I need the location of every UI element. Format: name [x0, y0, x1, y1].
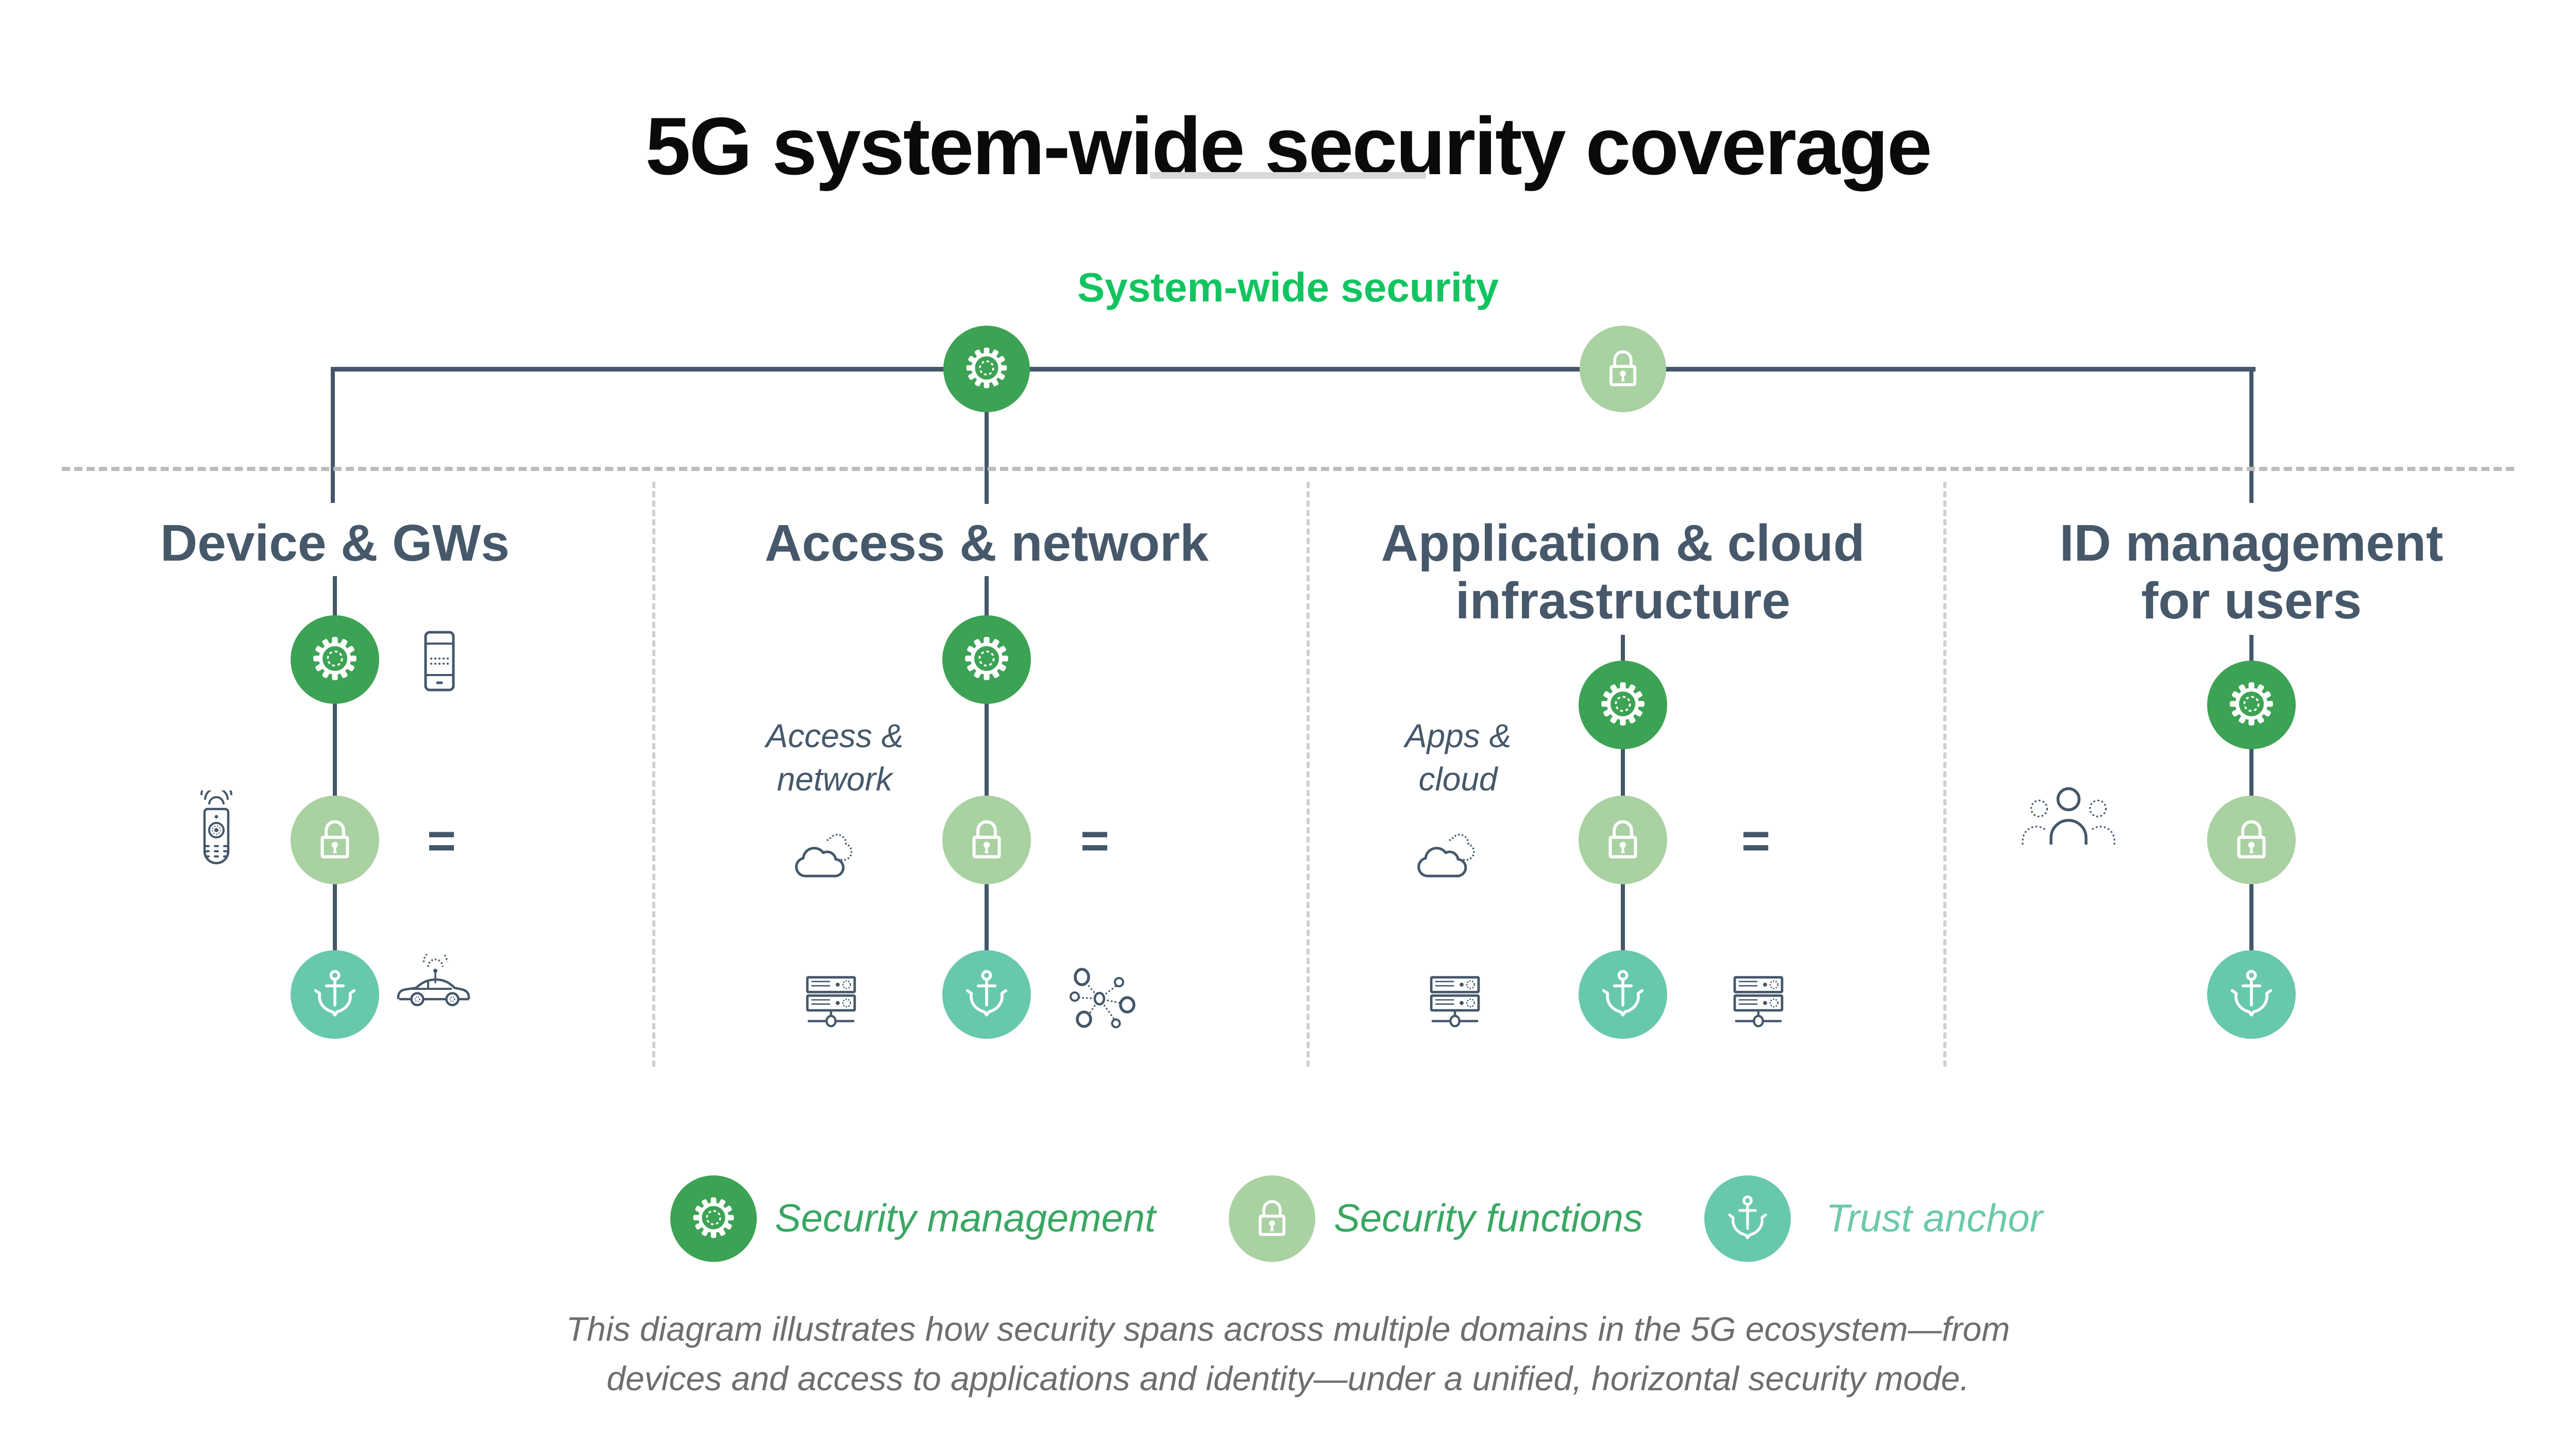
column-separator-2 — [1307, 482, 1310, 1067]
legend-label-security-functions: Security functions — [1334, 1197, 1643, 1240]
system-wide-security-label: System-wide security — [1077, 264, 1499, 311]
application-security-functions-node — [1579, 796, 1667, 884]
anchor-icon — [1723, 1193, 1772, 1245]
legend-label-trust-anchor: Trust anchor — [1826, 1197, 2043, 1240]
spine-access — [985, 576, 989, 995]
page-title: 5G system-wide security coverage — [645, 100, 1933, 192]
column-title-line: for users — [2141, 572, 2362, 630]
note-line: Apps & — [1404, 717, 1512, 754]
bar-security-management-badge — [943, 326, 1030, 412]
application-security-management-node — [1579, 661, 1667, 749]
horizontal-dotted-separator — [62, 467, 2514, 471]
padlock-icon — [309, 813, 361, 868]
note-line: Access & — [766, 717, 904, 754]
padlock-icon — [1247, 1193, 1297, 1245]
note-line: cloud — [1418, 761, 1498, 798]
title-divider — [1150, 172, 1426, 179]
spine-device — [333, 576, 337, 995]
column-title-line: Application & cloud — [1381, 514, 1865, 572]
column-separator-3 — [1943, 482, 1946, 1067]
column-title-line: infrastructure — [1455, 572, 1791, 630]
server-icon — [1732, 971, 1785, 1035]
legend-label-security-management: Security management — [775, 1197, 1156, 1240]
padlock-icon — [1597, 813, 1649, 868]
application-trust-anchor-node — [1579, 950, 1667, 1039]
access-security-management-node — [942, 615, 1031, 704]
gear-icon — [962, 343, 1011, 395]
anchor-icon — [960, 967, 1013, 1022]
users-icon — [2020, 782, 2117, 847]
cloud-icon — [789, 831, 882, 885]
caption: This diagram illustrates how security sp… — [464, 1305, 2112, 1403]
column-title-identity: ID management for users — [1942, 514, 2561, 630]
access-security-functions-node — [942, 796, 1031, 884]
caption-line-2: devices and access to applications and i… — [606, 1359, 1970, 1397]
remote-control-icon — [195, 790, 238, 869]
anchor-icon — [1597, 967, 1649, 1022]
note-line: network — [776, 761, 893, 798]
server-icon — [1428, 971, 1482, 1035]
note-access-network: Access & network — [654, 714, 1015, 801]
column-title-access: Access & network — [677, 514, 1296, 572]
column-title-line: ID management — [2059, 514, 2444, 572]
gear-icon — [309, 632, 361, 687]
identity-trust-anchor-node — [2207, 950, 2296, 1039]
gear-icon — [1597, 678, 1649, 733]
note-apps-cloud: Apps & cloud — [1278, 714, 1638, 801]
equals-sign-device: = — [427, 813, 456, 868]
connector-left — [331, 367, 335, 503]
bar-security-functions-badge — [1580, 326, 1666, 412]
connector-access-top — [985, 369, 989, 504]
column-separator-1 — [652, 482, 655, 1067]
device-security-management-node — [291, 615, 379, 704]
gear-icon — [2225, 678, 2278, 733]
network-mesh-icon — [1066, 965, 1139, 1037]
legend-security-management-badge — [670, 1175, 757, 1262]
equals-sign-application: = — [1741, 813, 1771, 868]
server-icon — [804, 971, 858, 1035]
legend-security-functions-badge — [1229, 1175, 1315, 1262]
column-title-line: Access & network — [765, 514, 1209, 572]
column-title-application: Application & cloud infrastructure — [1314, 514, 1932, 630]
padlock-icon — [2225, 813, 2278, 868]
gear-icon — [960, 632, 1013, 687]
equals-sign-access: = — [1080, 813, 1110, 868]
column-title-device: Device & GWs — [26, 514, 644, 572]
caption-line-1: This diagram illustrates how security sp… — [566, 1310, 2010, 1348]
device-trust-anchor-node — [291, 950, 379, 1039]
identity-security-management-node — [2207, 661, 2296, 749]
smartphone-icon — [424, 631, 455, 692]
legend-trust-anchor-badge — [1704, 1175, 1791, 1262]
anchor-icon — [2225, 967, 2278, 1022]
gear-icon — [689, 1193, 738, 1245]
identity-security-functions-node — [2207, 796, 2296, 884]
connector-right — [2249, 367, 2253, 503]
anchor-icon — [309, 967, 361, 1022]
padlock-icon — [960, 813, 1013, 868]
access-trust-anchor-node — [942, 950, 1031, 1039]
device-security-functions-node — [291, 796, 379, 884]
system-security-bar — [331, 367, 2256, 372]
padlock-icon — [1598, 343, 1648, 395]
cloud-icon — [1412, 831, 1504, 885]
column-title-line: Device & GWs — [160, 514, 510, 572]
connected-car-icon — [394, 954, 477, 1007]
